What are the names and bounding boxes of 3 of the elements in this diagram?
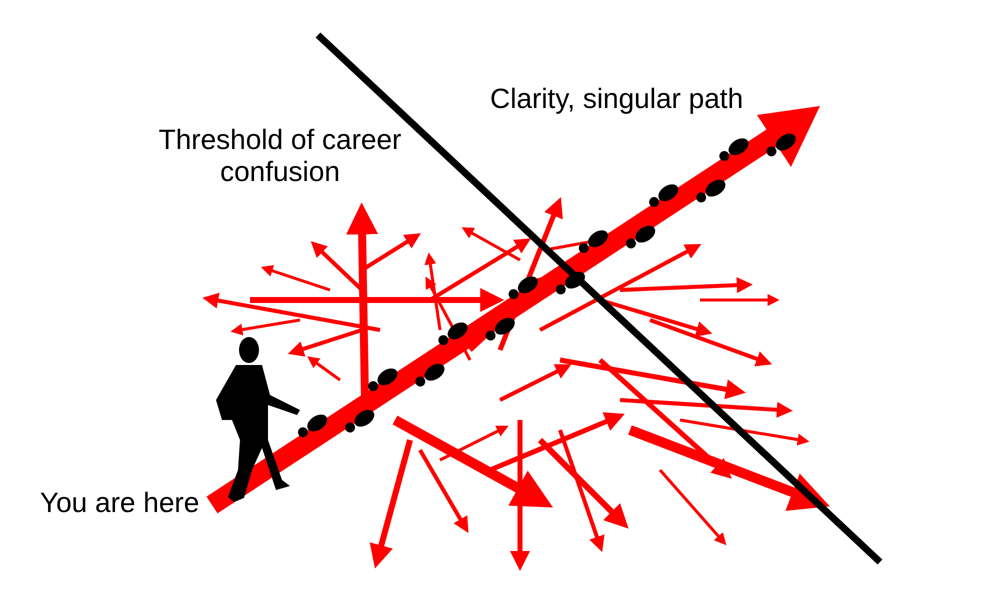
annotation-text: Clarity, singular path (490, 83, 744, 116)
annotation-text: You are here (40, 487, 200, 520)
annotation-text: Threshold of career confusion (158, 124, 402, 188)
